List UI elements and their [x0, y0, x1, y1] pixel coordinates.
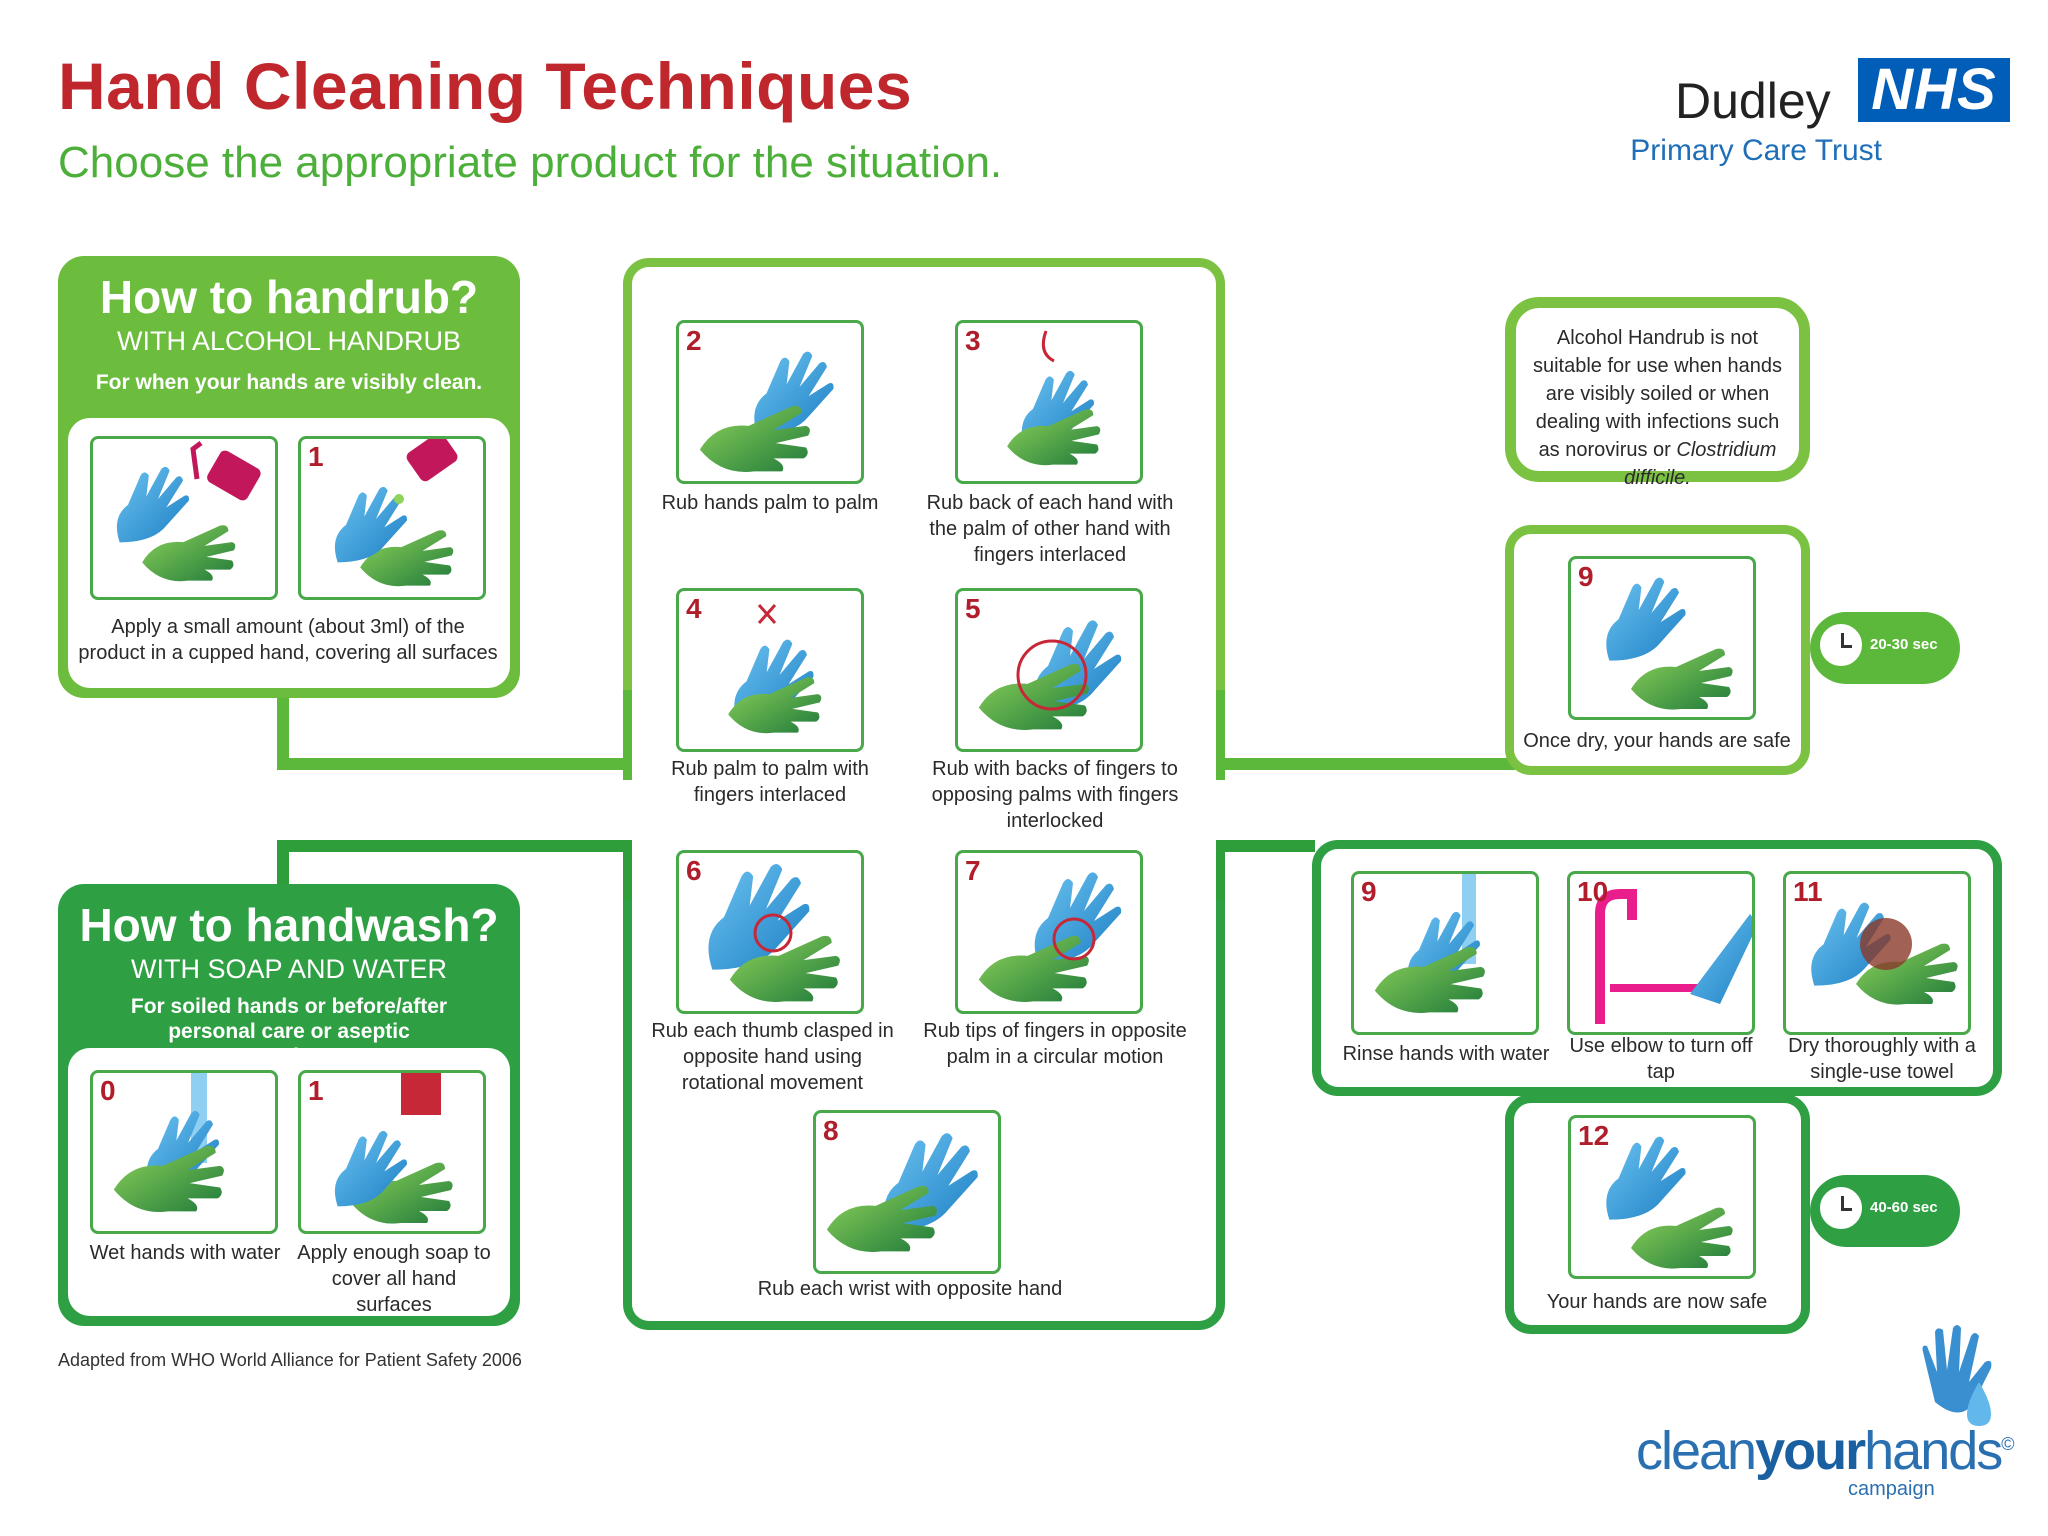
source-note: Adapted from WHO World Alliance for Pati… [58, 1350, 522, 1370]
handrub-warning: Alcohol Handrub is not suitable for use … [1505, 297, 1810, 489]
step-number: 3 [965, 325, 981, 356]
step-number: 4 [686, 593, 702, 624]
step-card-3: 3 [955, 320, 1143, 484]
handrub-note: For when your hands are visibly clean. [95, 371, 483, 394]
handwash-subtitle: WITH SOAP AND WATER [130, 954, 448, 984]
handrub-title: How to handrub? [99, 271, 479, 323]
connector-line [1215, 840, 1315, 852]
towel-card: 11 [1783, 871, 1971, 1035]
warning-text: Alcohol Handrub is not suitable for use … [1532, 327, 1783, 461]
step-caption-4: Rub palm to palm with fingers interlaced [671, 758, 869, 806]
clock-icon [1820, 1187, 1862, 1229]
handwash-time: 40-60 sec [1870, 1199, 1938, 1216]
handrub-subtitle: WITH ALCOHOL HANDRUB [116, 326, 462, 356]
campaign-sub: campaign [1848, 1478, 1935, 1500]
handwash-step12-card: 12 [1568, 1115, 1756, 1279]
handrub-finish-caption: Once dry, your hands are safe [1523, 730, 1791, 752]
connector-line [277, 840, 289, 890]
hand-drop-icon [1922, 1325, 1992, 1426]
step-card-7: 7 [955, 850, 1143, 1014]
rinse-card: 9 [1351, 871, 1539, 1035]
step-number: 7 [965, 855, 981, 886]
campaign-logo: cleanyourhands© [1636, 1421, 2015, 1481]
step-number: 11 [1793, 876, 1823, 907]
handwash-title: How to handwash? [79, 899, 499, 951]
org-name: Dudley [1675, 73, 1831, 129]
towel-caption: Dry thoroughly with a single-use towel [1788, 1035, 1976, 1083]
step-number: 10 [1577, 876, 1609, 907]
page-title: Hand Cleaning Techniques [58, 49, 913, 123]
elbow-tap-card: 10 [1567, 871, 1755, 1035]
handwash-final-panel: 12 Your hands are now safe [1505, 1094, 1810, 1334]
step-number: 8 [823, 1115, 839, 1146]
handwash-step0-caption: Wet hands with water [89, 1242, 281, 1264]
step-caption-5: Rub with backs of fingers to opposing pa… [931, 758, 1179, 832]
step-caption-8: Rub each wrist with opposite hand [757, 1278, 1063, 1300]
step-number: 0 [100, 1075, 116, 1106]
step-card-4: 4 [676, 588, 864, 752]
handrub-timer: 20-30 sec [1810, 612, 1960, 684]
step-caption-7: Rub tips of fingers in opposite palm in … [923, 1020, 1187, 1068]
handrub-step9-card: 9 [1568, 556, 1756, 720]
clock-icon [1820, 624, 1862, 666]
handwash-final-caption: Your hands are now safe [1546, 1291, 1768, 1313]
handwash-step1-caption: Apply enough soap to cover all hand surf… [297, 1242, 491, 1316]
nhs-logo: NHS [1858, 58, 2010, 122]
step-number: 5 [965, 593, 981, 624]
handrub-panel: How to handrub? WITH ALCOHOL HANDRUB For… [58, 256, 520, 698]
trust-name: Primary Care Trust [1630, 134, 1882, 167]
handrub-time: 20-30 sec [1870, 636, 1938, 653]
step-card-8: 8 [813, 1110, 1001, 1274]
step-number: 12 [1578, 1120, 1610, 1151]
step-number: 1 [308, 1075, 324, 1106]
handrub-apply-card [90, 436, 278, 600]
handrub-step1-card: 1 [298, 436, 486, 600]
handrub-caption: Apply a small amount (about 3ml) of the … [78, 616, 498, 664]
handwash-step1-card: 1 [298, 1070, 486, 1234]
step-card-6: 6 [676, 850, 864, 1014]
handwash-panel: How to handwash? WITH SOAP AND WATER For… [58, 884, 520, 1326]
handwash-finish-panel: 9 Rinse hands with water 10 Use elbow to… [1312, 840, 2002, 1096]
step-number: 9 [1361, 876, 1377, 907]
warning-organism: Clostridium difficile. [1624, 439, 1777, 489]
step-card-5: 5 [955, 588, 1143, 752]
step-number: 6 [686, 855, 702, 886]
step-number: 9 [1578, 561, 1594, 592]
step-card-2: 2 [676, 320, 864, 484]
elbow-tap-caption: Use elbow to turn off tap [1569, 1035, 1753, 1083]
handrub-finish-panel: 9 Once dry, your hands are safe [1505, 525, 1810, 775]
connector-line [277, 690, 289, 770]
step-caption-3: Rub back of each hand with the palm of o… [926, 492, 1174, 566]
connector-line [1215, 758, 1515, 770]
step-caption-2: Rub hands palm to palm [661, 492, 879, 514]
connector-line [277, 758, 633, 770]
connector-line [277, 840, 633, 852]
rinse-caption: Rinse hands with water [1342, 1043, 1550, 1065]
step-number: 1 [308, 441, 324, 472]
page-subtitle: Choose the appropriate product for the s… [58, 138, 1003, 187]
step-caption-6: Rub each thumb clasped in opposite hand … [651, 1020, 894, 1094]
handwash-step0-card: 0 [90, 1070, 278, 1234]
handwash-timer: 40-60 sec [1810, 1175, 1960, 1247]
step-number: 2 [686, 325, 702, 356]
